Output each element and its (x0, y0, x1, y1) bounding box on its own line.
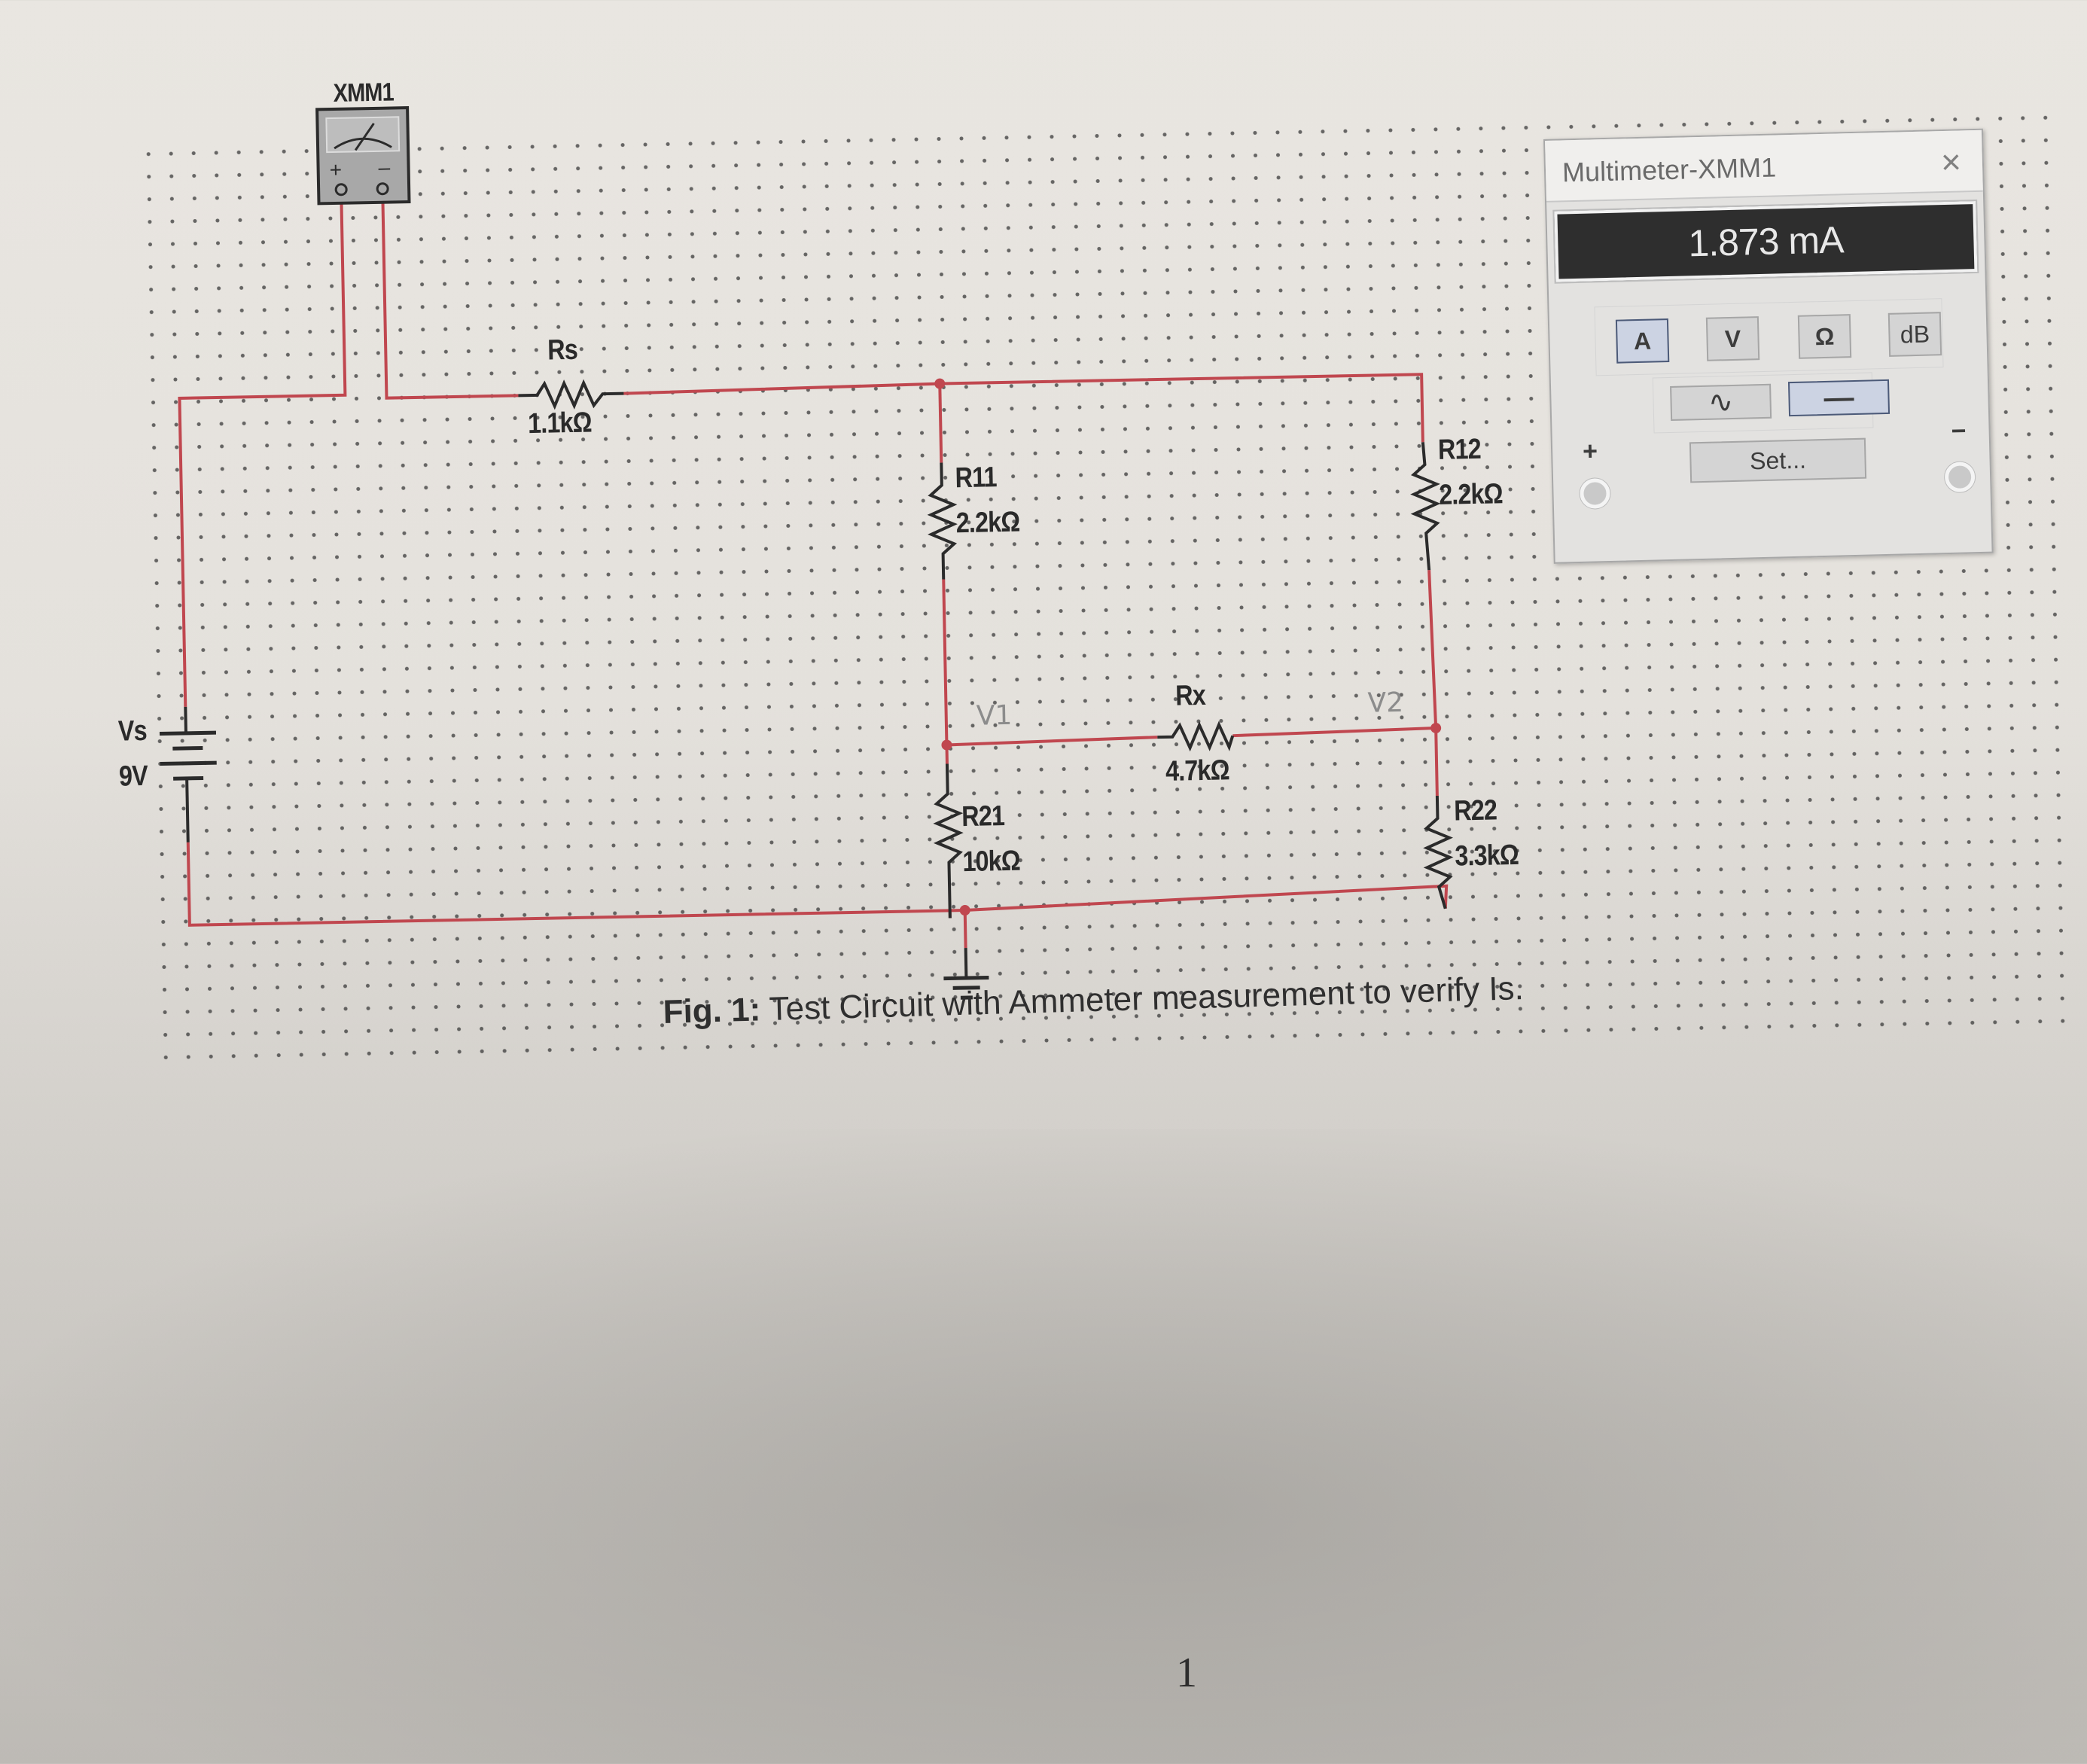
plus-terminal-label: + (1582, 437, 1598, 466)
vs-value: 9V (118, 760, 148, 793)
circuit-schematic: + – XMM1 Rs 1.1kΩ R11 2.2kΩ R12 2.2kΩ Rx… (118, 30, 2087, 1077)
vs-name: Vs (117, 714, 148, 748)
multimeter-window: Multimeter-XMM1 × 1.873 mA A V Ω dB ∿ — … (1543, 128, 1994, 564)
set-button[interactable]: Set... (1689, 437, 1867, 483)
mode-db-button[interactable]: dB (1887, 312, 1942, 357)
r21-name: R21 (961, 800, 1005, 833)
r12-value: 2.2kΩ (1438, 478, 1504, 511)
minus-terminal-label: − (1951, 416, 1967, 446)
rs-value: 1.1kΩ (527, 407, 593, 440)
r22-value: 3.3kΩ (1455, 839, 1519, 873)
multimeter-title: Multimeter-XMM1 (1561, 151, 1777, 188)
svg-text:+: + (329, 158, 342, 181)
r21-value: 10kΩ (962, 845, 1021, 879)
rs-name: Rs (547, 334, 578, 367)
close-icon[interactable]: × (1940, 142, 1962, 182)
rx-value: 4.7kΩ (1165, 754, 1230, 788)
dc-line-icon[interactable]: — (1787, 379, 1890, 417)
plus-terminal-icon[interactable] (1580, 477, 1610, 509)
page-number: 1 (1176, 1650, 1197, 1696)
handwritten-v1: V1 (976, 699, 1013, 732)
circuit-wires: + – (159, 106, 1454, 1000)
r11-value: 2.2kΩ (955, 506, 1020, 540)
multimeter-symbol-icon: + – (315, 106, 411, 206)
ac-sine-icon[interactable]: ∿ (1670, 383, 1772, 421)
r11-name: R11 (955, 462, 997, 495)
meter-label: XMM1 (333, 78, 395, 108)
mode-voltmeter-button[interactable]: V (1705, 316, 1760, 361)
multimeter-titlebar[interactable]: Multimeter-XMM1 × (1545, 129, 1983, 203)
r12-name: R12 (1437, 433, 1482, 466)
mode-ammeter-button[interactable]: A (1615, 318, 1670, 364)
multimeter-display: 1.873 mA (1552, 199, 1979, 284)
mode-ohmmeter-button[interactable]: Ω (1797, 314, 1852, 359)
r22-name: R22 (1453, 794, 1497, 827)
svg-text:–: – (378, 156, 391, 179)
photo-shadow (0, 1129, 2087, 1764)
handwritten-v2: V2 (1367, 687, 1404, 719)
rx-name: Rx (1175, 679, 1206, 712)
multimeter-reading: 1.873 mA (1687, 218, 1845, 265)
caption-prefix: Fig. 1: (663, 991, 761, 1031)
minus-terminal-icon[interactable] (1944, 462, 1976, 493)
